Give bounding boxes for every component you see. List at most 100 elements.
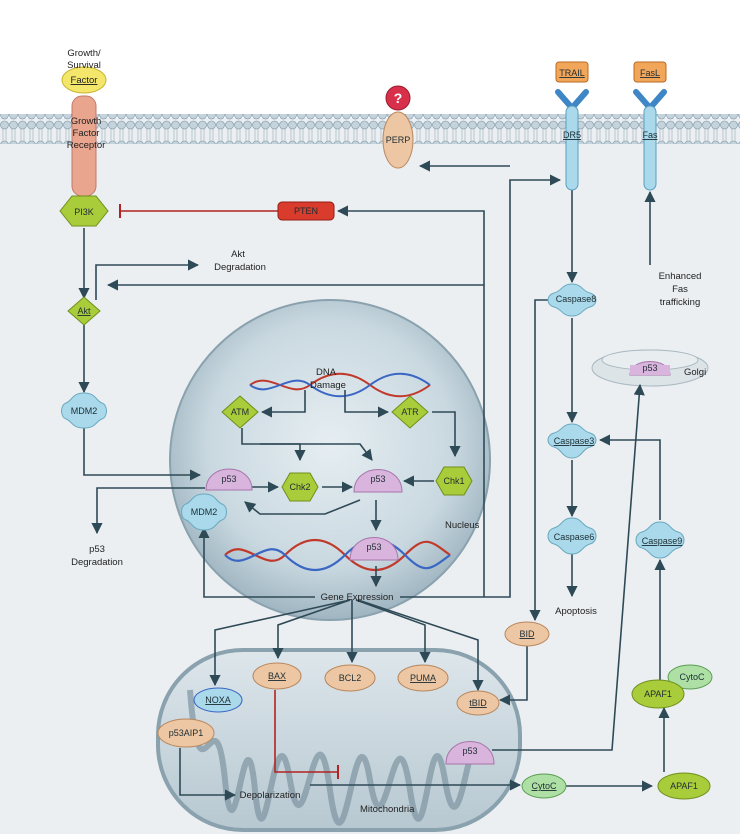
expression-to-noxa <box>209 599 351 687</box>
nucleus-label: Nucleus <box>445 520 480 531</box>
fas-receptor: Fas <box>633 89 667 191</box>
expression-to-puma <box>355 599 431 664</box>
growth-factor-line3: Factor <box>71 75 98 86</box>
apaf1-lower-label: APAF1 <box>670 781 698 791</box>
puma-label: PUMA <box>410 673 436 683</box>
akt-degradation-line1: Akt <box>231 249 245 260</box>
dna-damage-line1: DNA <box>316 367 337 378</box>
p53-right-node: p53 <box>353 469 403 493</box>
mdm2-to-p53 <box>83 428 202 481</box>
mito-p53-label: p53 <box>462 746 477 756</box>
dna-to-atm <box>260 390 306 418</box>
gene-expression-label: Gene Expression <box>321 592 394 603</box>
golgi-p53-label: p53 <box>642 363 657 373</box>
akt-degradation-line2: Degradation <box>214 262 266 273</box>
p53-feedback <box>244 499 361 515</box>
fas-label: Fas <box>642 130 658 140</box>
akt-to-degradation <box>95 259 200 300</box>
expression-to-dr5 <box>400 174 562 598</box>
depolarization-label: Depolarization <box>240 790 301 801</box>
atm-node: ATM <box>221 395 259 429</box>
receptor-line1: Growth <box>71 116 102 127</box>
apaf1-upper-label: APAF1 <box>644 689 672 699</box>
growth-factor-line2: Survival <box>67 60 101 71</box>
dr5-label: DR5 <box>563 130 581 140</box>
receptor-line3: Receptor <box>67 140 106 151</box>
golgi-p53-node: p53 <box>629 361 671 376</box>
growth-factor: Growth/ Survival Factor <box>61 48 107 94</box>
enhanced-fas-line2: Fas <box>672 284 688 295</box>
atm-to-p53 <box>260 443 373 461</box>
p53-degradation-line1: p53 <box>89 544 105 555</box>
noxa-node: NOXA <box>193 687 243 713</box>
caspase8-to-bid <box>529 299 552 622</box>
pi3k-label: PI3K <box>74 207 94 217</box>
bax-bcl2-inhibit <box>274 690 338 773</box>
expression-to-bax <box>272 599 351 660</box>
cytoc-lower-label: CytoC <box>531 781 557 791</box>
enhanced-fas-line3: trafficking <box>660 297 700 308</box>
apoptosis-label: Apoptosis <box>555 606 597 617</box>
akt-node: Akt <box>67 296 101 326</box>
growth-factor-receptor: Growth Factor Receptor <box>67 95 106 197</box>
chk2-node: Chk2 <box>281 472 319 502</box>
expression-to-pten <box>336 205 485 597</box>
caspase6-label: Caspase6 <box>554 532 595 542</box>
apaf1-lower-node: APAF1 <box>657 772 711 800</box>
puma-node: PUMA <box>397 664 449 692</box>
golgi-label: Golgi <box>684 367 706 378</box>
caspase3-node: Caspase3 <box>547 423 597 459</box>
akt-label: Akt <box>77 306 91 316</box>
p53-right-label: p53 <box>370 474 385 484</box>
p53aip1-label: p53AIP1 <box>169 728 204 738</box>
connectors <box>78 160 670 801</box>
chk2-label: Chk2 <box>289 482 310 492</box>
atr-label: ATR <box>401 407 419 417</box>
caspase8-label: Caspase8 <box>556 294 597 304</box>
apaf1-upper-node: APAF1 <box>631 679 685 709</box>
trail-node: TRAIL <box>555 61 589 83</box>
fasl-node: FasL <box>633 61 667 83</box>
caspase9-label: Caspase9 <box>642 536 683 546</box>
perp-node: ? PERP <box>382 85 414 169</box>
bid-to-tbid <box>498 646 528 706</box>
bax-node: BAX <box>252 662 302 690</box>
dna-to-atr <box>344 390 390 418</box>
p53aip1-node: p53AIP1 <box>157 718 215 748</box>
tbid-node: tBID <box>456 690 500 716</box>
p53-left-label: p53 <box>221 474 236 484</box>
noxa-label: NOXA <box>205 695 231 705</box>
receptor-line2: Factor <box>73 128 100 139</box>
tbid-label: tBID <box>469 698 487 708</box>
cytoc-lower-node: CytoC <box>521 773 567 799</box>
atr-to-chk1 <box>432 411 461 458</box>
cytoc-upper-node: CytoC <box>667 664 713 690</box>
caspase3-label: Caspase3 <box>554 436 595 446</box>
p53aip1-to-depolarization <box>179 748 237 801</box>
bax-label: BAX <box>268 671 286 681</box>
nucleus: Nucleus <box>169 299 491 621</box>
pten-label: PTEN <box>294 206 318 216</box>
mitochondria-cristae <box>187 689 483 826</box>
bcl2-label: BCL2 <box>339 673 362 683</box>
mdm2-cytoplasm-node: MDM2 <box>61 392 107 429</box>
pten-node: PTEN <box>277 201 335 221</box>
mito-p53-node: p53 <box>445 741 495 765</box>
dna-damage-line2: Damage <box>310 380 346 391</box>
p53-degradation-line2: Degradation <box>71 557 123 568</box>
expression-to-tbid <box>357 599 484 692</box>
fasl-label: FasL <box>640 68 660 78</box>
caspase9-node: Caspase9 <box>635 521 685 559</box>
mito-p53-to-golgi <box>492 383 645 751</box>
trail-label: TRAIL <box>559 68 585 78</box>
p53-left-node: p53 <box>205 468 253 491</box>
pi3k-node: PI3K <box>59 195 109 227</box>
mdm2-nucleus-label: MDM2 <box>191 507 218 517</box>
chk1-label: Chk1 <box>443 476 464 486</box>
bid-node: BID <box>504 621 550 647</box>
caspase6-node: Caspase6 <box>547 517 597 555</box>
p53-gene-node: p53 <box>349 537 399 561</box>
perp-question-icon: ? <box>394 90 403 106</box>
